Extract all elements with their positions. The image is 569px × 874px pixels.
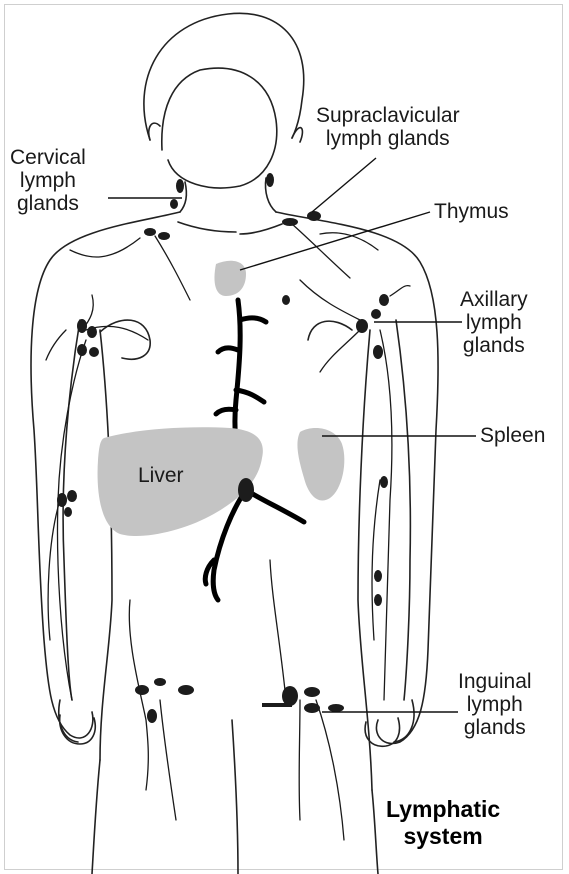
label-inguinal-line2: lymph [466, 693, 523, 716]
figure-title-line1: Lymphatic [386, 796, 501, 822]
node-liver [238, 478, 254, 502]
leader-lines [108, 157, 476, 713]
label-inguinal: Inguinal lymph glands [458, 670, 532, 739]
label-supraclavicular-line1: Supraclavicular [316, 104, 460, 127]
label-axillary-line2: lymph [465, 311, 522, 334]
label-spleen: Spleen [480, 424, 545, 447]
label-inguinal-line1: Inguinal [458, 670, 532, 693]
label-liver-text: Liver [138, 464, 184, 487]
figure-title: Lymphatic system [386, 796, 500, 850]
label-liver: Liver [138, 464, 184, 487]
label-cervical: Cervical lymph glands [10, 146, 86, 215]
leader-supraclavicular [311, 157, 377, 213]
liver-organ [97, 427, 263, 536]
label-cervical-line3: glands [16, 192, 79, 215]
label-supraclavicular: Supraclavicular lymph glands [316, 104, 460, 150]
label-axillary-line3: glands [462, 334, 525, 357]
label-spleen-text: Spleen [480, 424, 546, 447]
leader-thymus [239, 211, 431, 271]
spleen-organ [297, 428, 345, 501]
organs [97, 260, 345, 536]
label-inguinal-line3: glands [463, 716, 526, 739]
thymus-organ [214, 260, 246, 296]
label-axillary: Axillary lymph glands [460, 288, 528, 357]
lymph-vessels [45, 223, 411, 841]
label-cervical-line1: Cervical [10, 146, 86, 169]
label-thymus-text: Thymus [434, 200, 509, 223]
label-thymus: Thymus [434, 200, 509, 223]
lymph-nodes [57, 173, 389, 723]
body-outline [30, 12, 439, 874]
label-supraclavicular-line2: lymph glands [325, 127, 450, 150]
figure-title-line2: system [403, 823, 483, 849]
label-axillary-line1: Axillary [460, 288, 528, 311]
figure-frame [4, 4, 563, 870]
label-cervical-line2: lymph [19, 169, 76, 192]
